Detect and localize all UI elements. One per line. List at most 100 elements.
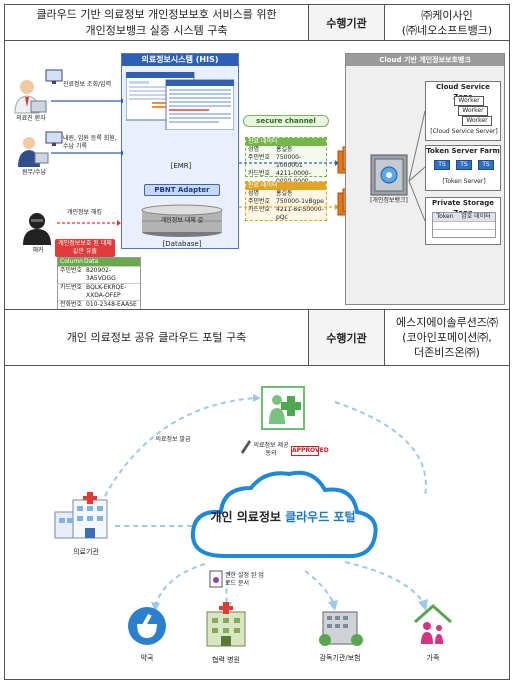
card-after-row-value: 750000-1vBgpe	[276, 198, 324, 205]
document-icon	[209, 570, 223, 588]
leak-table-cell: 010-2348-EAASE	[86, 301, 137, 308]
card-after-title: 진료 데이터	[246, 182, 326, 190]
token-server-caption: [Token Server]	[442, 178, 486, 185]
his-title: 의료정보시스템 (HIS)	[122, 54, 238, 66]
card-after-row: 카드번호 4211-8s-S0000-pQc	[246, 206, 326, 222]
hacker-action: 개인정보 해킹	[67, 209, 103, 216]
pharmacy-icon	[127, 606, 167, 646]
card-before-row-key: 카드번호	[248, 170, 271, 177]
leak-table-cell: 카드번호	[60, 284, 83, 291]
portal-title-b: 클라우드 포털	[285, 510, 356, 524]
actor-arrows	[51, 98, 123, 156]
ts-chip-3: TS	[478, 160, 494, 170]
worker-1: Worker	[454, 96, 484, 106]
token-server-farm: Token Server Farm TS TS TS [Token Server…	[425, 145, 501, 191]
hospital-label: 의료기관	[73, 548, 99, 556]
card-before-row-value: 홍길동	[276, 146, 293, 153]
card-after-row-key: 카드번호	[248, 206, 271, 213]
project-title-1: 클라우드 기반 의료정보 개인정보보호 서비스를 위한 개인정보뱅크 실증 시스…	[5, 5, 309, 40]
storage-row-1	[433, 221, 495, 229]
hacker-label: 해커	[32, 247, 44, 254]
ts-chip-2: TS	[456, 160, 472, 170]
organization-2-line2: (코아인포메이션㈜,	[402, 331, 492, 344]
role-label-2: 수행기관	[309, 310, 385, 365]
secure-channel: secure channel	[243, 115, 329, 127]
token-server-farm-title: Token Server Farm	[426, 147, 500, 155]
portal-diagram: 개인 의료정보 클라우드 포털 의료정보 제공 동의 APPROVED 의료정보…	[5, 366, 509, 680]
project-title-2-line1: 개인 의료정보 공유 클라우드 포털 구축	[66, 330, 247, 344]
worker-2: Worker	[458, 106, 488, 116]
project-header-1: 클라우드 기반 의료정보 개인정보보호 서비스를 위한 개인정보뱅크 실증 시스…	[5, 5, 509, 41]
organization-2-line3: 더존비즈온㈜)	[414, 346, 480, 359]
card-after-row-key: 성명	[248, 190, 260, 197]
pbank-adapter: PBNT Adapter	[144, 184, 220, 196]
consent-icon	[261, 386, 305, 430]
doctor-monitor-icon	[45, 69, 63, 85]
database-icon	[140, 204, 224, 238]
leak-col-2: Data	[84, 258, 99, 265]
staff-monitor-icon	[45, 131, 63, 147]
hacker-icon	[21, 211, 55, 247]
ts-chip-1: TS	[434, 160, 450, 170]
portal-cloud: 개인 의료정보 클라우드 포털	[185, 466, 381, 566]
staff-action: 내원, 입원 등록 회원, 수납 기록	[63, 135, 117, 150]
organization-2: 에스지에이솔루션즈㈜ (코아인포메이션㈜, 더존비즈온㈜)	[385, 310, 509, 365]
leak-table-header: Column Data	[58, 258, 140, 266]
staff-icon	[15, 135, 49, 169]
channel-arrows	[239, 160, 339, 210]
storage-table-header: Token 암호 데이터	[433, 213, 495, 221]
storage-row-2	[433, 229, 495, 237]
role-label-1: 수행기관	[309, 5, 385, 40]
emr-screens-icon	[125, 71, 235, 131]
card-before-row-key: 주민번호	[248, 154, 271, 161]
card-after-row-key: 주민번호	[248, 198, 271, 205]
organization-2-line1: 에스지에이솔루션즈㈜	[395, 316, 499, 329]
issue-label: 의료정보 발급	[155, 436, 191, 443]
emr-label: [EMR]	[170, 162, 192, 170]
hacker-arrow	[57, 220, 121, 226]
agency-icon	[317, 606, 363, 646]
card-before-row: 성명 홍길동	[246, 146, 326, 154]
card-before-row: 주민번호 750000-1000001	[246, 154, 326, 170]
emr-screens	[125, 71, 235, 131]
organization-1: ㈜케이사인 (㈜네오소프트뱅크)	[385, 5, 509, 40]
pen-icon	[239, 438, 253, 454]
db-inner-label: 개인정보 대체 값	[160, 217, 204, 224]
card-before-row-key: 성명	[248, 146, 260, 153]
partner-hospital-icon	[203, 602, 249, 648]
private-storage-zone: Private Storage Zone Token 암호 데이터	[425, 197, 501, 245]
database-label: [Database]	[162, 240, 202, 248]
leak-table-cell: 주민번호	[60, 267, 83, 274]
consent-label: 의료정보 제공 동의	[253, 442, 289, 457]
card-before-row-value: 750000-1000001	[276, 154, 303, 169]
doctor-icon	[11, 79, 47, 117]
architecture-diagram: 의료정보시스템 (HIS) [EMR] PBNT Adapter	[5, 41, 509, 310]
organization-1-line2: (㈜네오소프트뱅크)	[401, 23, 493, 37]
portal-title-a: 개인 의료정보	[210, 510, 281, 524]
staff-label: 원무/수납	[21, 169, 47, 176]
leak-table-cell: BQLK-EKRQE-XXDA-OFEP	[86, 284, 127, 299]
partner-label: 협력 병원	[212, 656, 240, 664]
approved-stamp: APPROVED	[291, 446, 329, 456]
project-title-1-line1: 클라우드 기반 의료정보 개인정보보호 서비스를 위한	[36, 7, 277, 21]
doctor-label: 의료진 환자	[16, 115, 46, 122]
cloud-service-zone: Cloud Service Zone Worker Worker Worker …	[425, 81, 501, 141]
card-after-row-value: 4211-8s-S0000-pQc	[276, 206, 324, 221]
project-title-1-line2: 개인정보뱅크 실증 시스템 구축	[85, 23, 228, 37]
his-box: 의료정보시스템 (HIS) [EMR] PBNT Adapter	[121, 53, 239, 249]
project-header-2: 개인 의료정보 공유 클라우드 포털 구축 수행기관 에스지에이솔루션즈㈜ (코…	[5, 310, 509, 366]
vault-icon	[369, 153, 409, 199]
cloud-service-caption: [Cloud Service Server]	[430, 128, 498, 135]
family-label: 가족	[426, 654, 440, 662]
leak-table-cell: 820902-3A5VDGG	[86, 267, 116, 282]
project-title-2: 개인 의료정보 공유 클라우드 포털 구축	[5, 310, 309, 365]
document-label: 권한 설정 된 업로드 문서	[225, 572, 264, 587]
